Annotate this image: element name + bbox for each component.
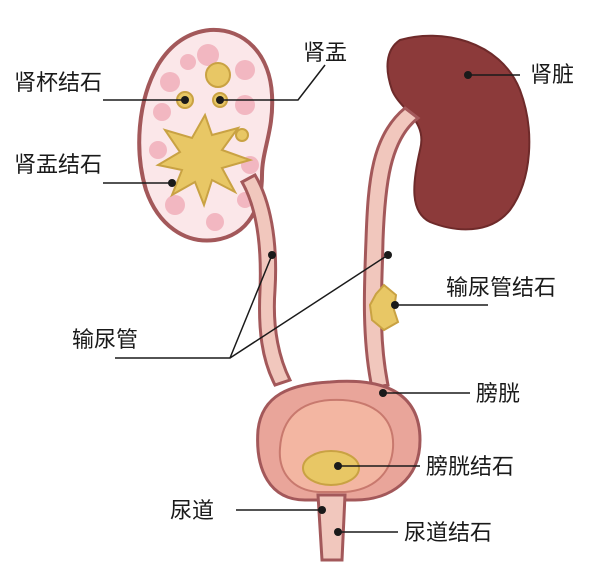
- calyx-stone-4: [235, 128, 249, 142]
- calyx-stone-1: [205, 62, 231, 88]
- urethra-tube: [316, 493, 347, 562]
- renal-pelvis-stone-shape: [155, 112, 254, 208]
- ureter-stone-shape: [368, 283, 400, 332]
- label-renal-calyx-stone: 肾杯结石: [14, 71, 102, 96]
- leader-lines: [103, 64, 520, 533]
- label-renal-pelvis: 肾盂: [303, 41, 347, 66]
- left-ureter: [239, 173, 293, 387]
- calyx-patches: [149, 44, 259, 231]
- label-ureter: 输尿管: [72, 328, 138, 353]
- label-ureter-stone: 输尿管结石: [446, 276, 556, 301]
- right-kidney: [386, 34, 531, 231]
- label-urethra: 尿道: [170, 499, 214, 524]
- label-kidney: 肾脏: [530, 63, 574, 88]
- label-bladder-stone: 膀胱结石: [426, 455, 514, 480]
- leader-dots: [168, 71, 472, 536]
- label-renal-pelvis-stone: 肾盂结石: [14, 153, 102, 178]
- bladder-stone-shape: [302, 450, 360, 486]
- label-urethra-stone: 尿道结石: [404, 521, 492, 546]
- label-bladder: 膀胱: [476, 382, 520, 407]
- right-ureter: [362, 106, 421, 390]
